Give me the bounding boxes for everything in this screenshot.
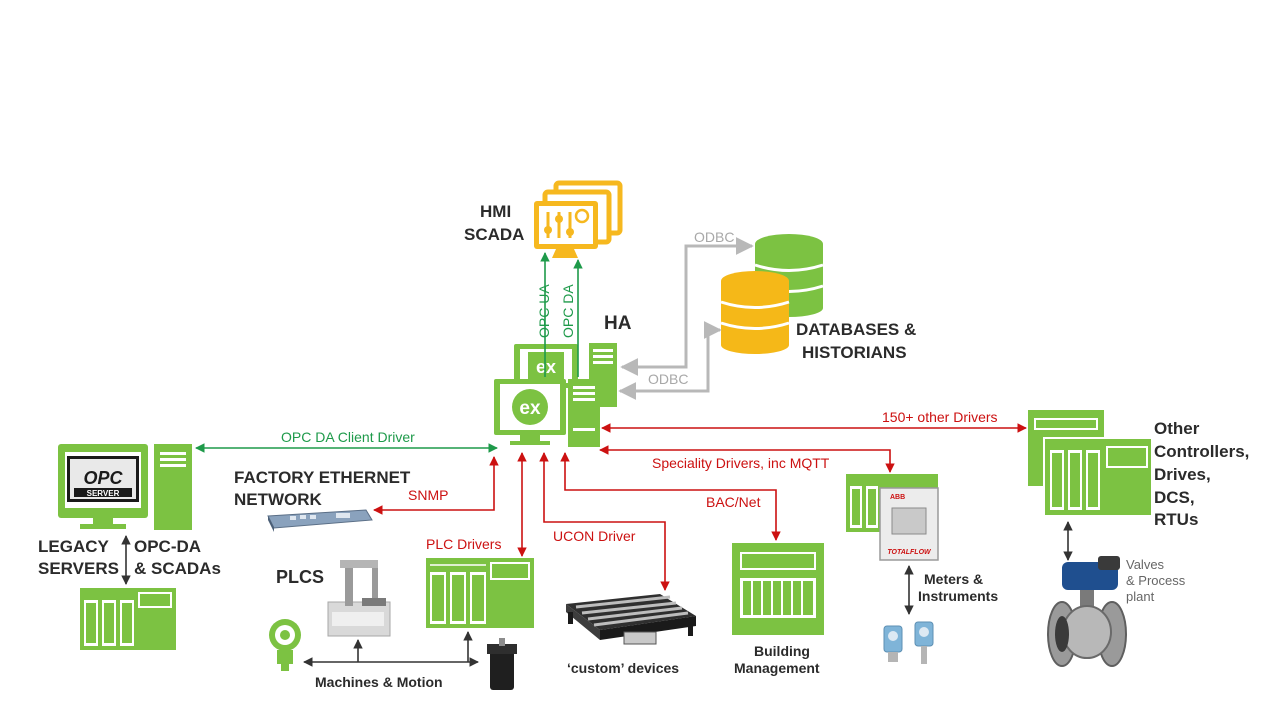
building-management-icon [732, 543, 824, 635]
historians-label: HISTORIANS [802, 343, 907, 362]
svg-text:SERVER: SERVER [87, 489, 120, 498]
valve-icon [1047, 556, 1127, 667]
instruments-label: Instruments [918, 588, 999, 604]
plc-drivers-label: PLC Drivers [426, 536, 502, 552]
bacnet-label: BAC/Net [706, 494, 761, 510]
legacy-label: LEGACY [38, 537, 109, 556]
speciality-connector [599, 445, 895, 473]
opc-da-client-label: OPC DA Client Driver [281, 429, 415, 445]
opc-da-label: OPC-DA [134, 537, 202, 556]
ucon-connector [539, 452, 670, 591]
motor-icon [487, 638, 517, 690]
process-label: & Process [1126, 573, 1186, 588]
valves-label: Valves [1126, 557, 1165, 572]
ethernet-switch-icon [267, 509, 373, 532]
building-label: Building [754, 643, 810, 659]
opc-ua-label: OPC UA [536, 284, 552, 338]
meters-label: Meters & [924, 571, 984, 587]
rtus-label: RTUs [1154, 510, 1199, 529]
management-label: Management [734, 660, 820, 676]
speciality-drivers-label: Speciality Drivers, inc MQTT [652, 455, 830, 471]
custom-devices-label: ‘custom’ devices [567, 660, 680, 676]
legacy-opc-server-icon: OPC SERVER [58, 444, 192, 530]
robot-arm-icon [327, 560, 391, 637]
sensor-icon [269, 619, 301, 671]
ha-label: HA [604, 313, 632, 334]
plant-label: plant [1126, 589, 1155, 604]
other-controllers-icon [1028, 410, 1153, 517]
ucon-driver-label: UCON Driver [553, 528, 636, 544]
abb-logo: ABB [890, 494, 905, 501]
databases-label: DATABASES & [796, 320, 917, 339]
snmp-connector [373, 456, 499, 515]
controllers-label: Controllers, [1154, 442, 1250, 461]
svg-text:ex: ex [536, 357, 556, 377]
other-label: Other [1154, 419, 1200, 438]
dcs-label: DCS, [1154, 488, 1195, 507]
ha-server-back: ex [514, 343, 617, 407]
hmi-scada-icon [534, 180, 623, 258]
drives-label: Drives, [1154, 465, 1211, 484]
plc-rack-icon [426, 558, 534, 628]
legacy-plc-rack-icon [80, 588, 176, 650]
machines-motion-label: Machines & Motion [315, 674, 443, 690]
opc-da-connection-label: OPC DA [560, 284, 576, 338]
totalflow-logo: TOTALFLOW [887, 549, 932, 556]
network-label: NETWORK [234, 490, 322, 509]
scadas-label: & SCADAs [134, 559, 221, 578]
plcs-label: PLCS [276, 567, 325, 587]
totalflow-device-icon: ABB TOTALFLOW [879, 487, 939, 561]
odbc-top-label: ODBC [694, 229, 735, 245]
svg-text:OPC: OPC [83, 468, 123, 488]
other-drivers-label: 150+ other Drivers [882, 409, 998, 425]
hmi-label: HMI [480, 202, 512, 221]
instruments-icon [883, 621, 934, 664]
conveyor-icon [566, 594, 696, 645]
factory-ethernet-label: FACTORY ETHERNET [234, 468, 411, 487]
servers-label: SERVERS [38, 559, 119, 578]
odbc-bottom-connector [618, 321, 722, 400]
odbc-bottom-label: ODBC [648, 371, 689, 387]
svg-text:ex: ex [519, 398, 541, 419]
database-icon-front [720, 271, 790, 354]
snmp-label: SNMP [408, 487, 449, 503]
ha-server-front: ex [494, 379, 600, 447]
scada-label: SCADA [464, 225, 525, 244]
